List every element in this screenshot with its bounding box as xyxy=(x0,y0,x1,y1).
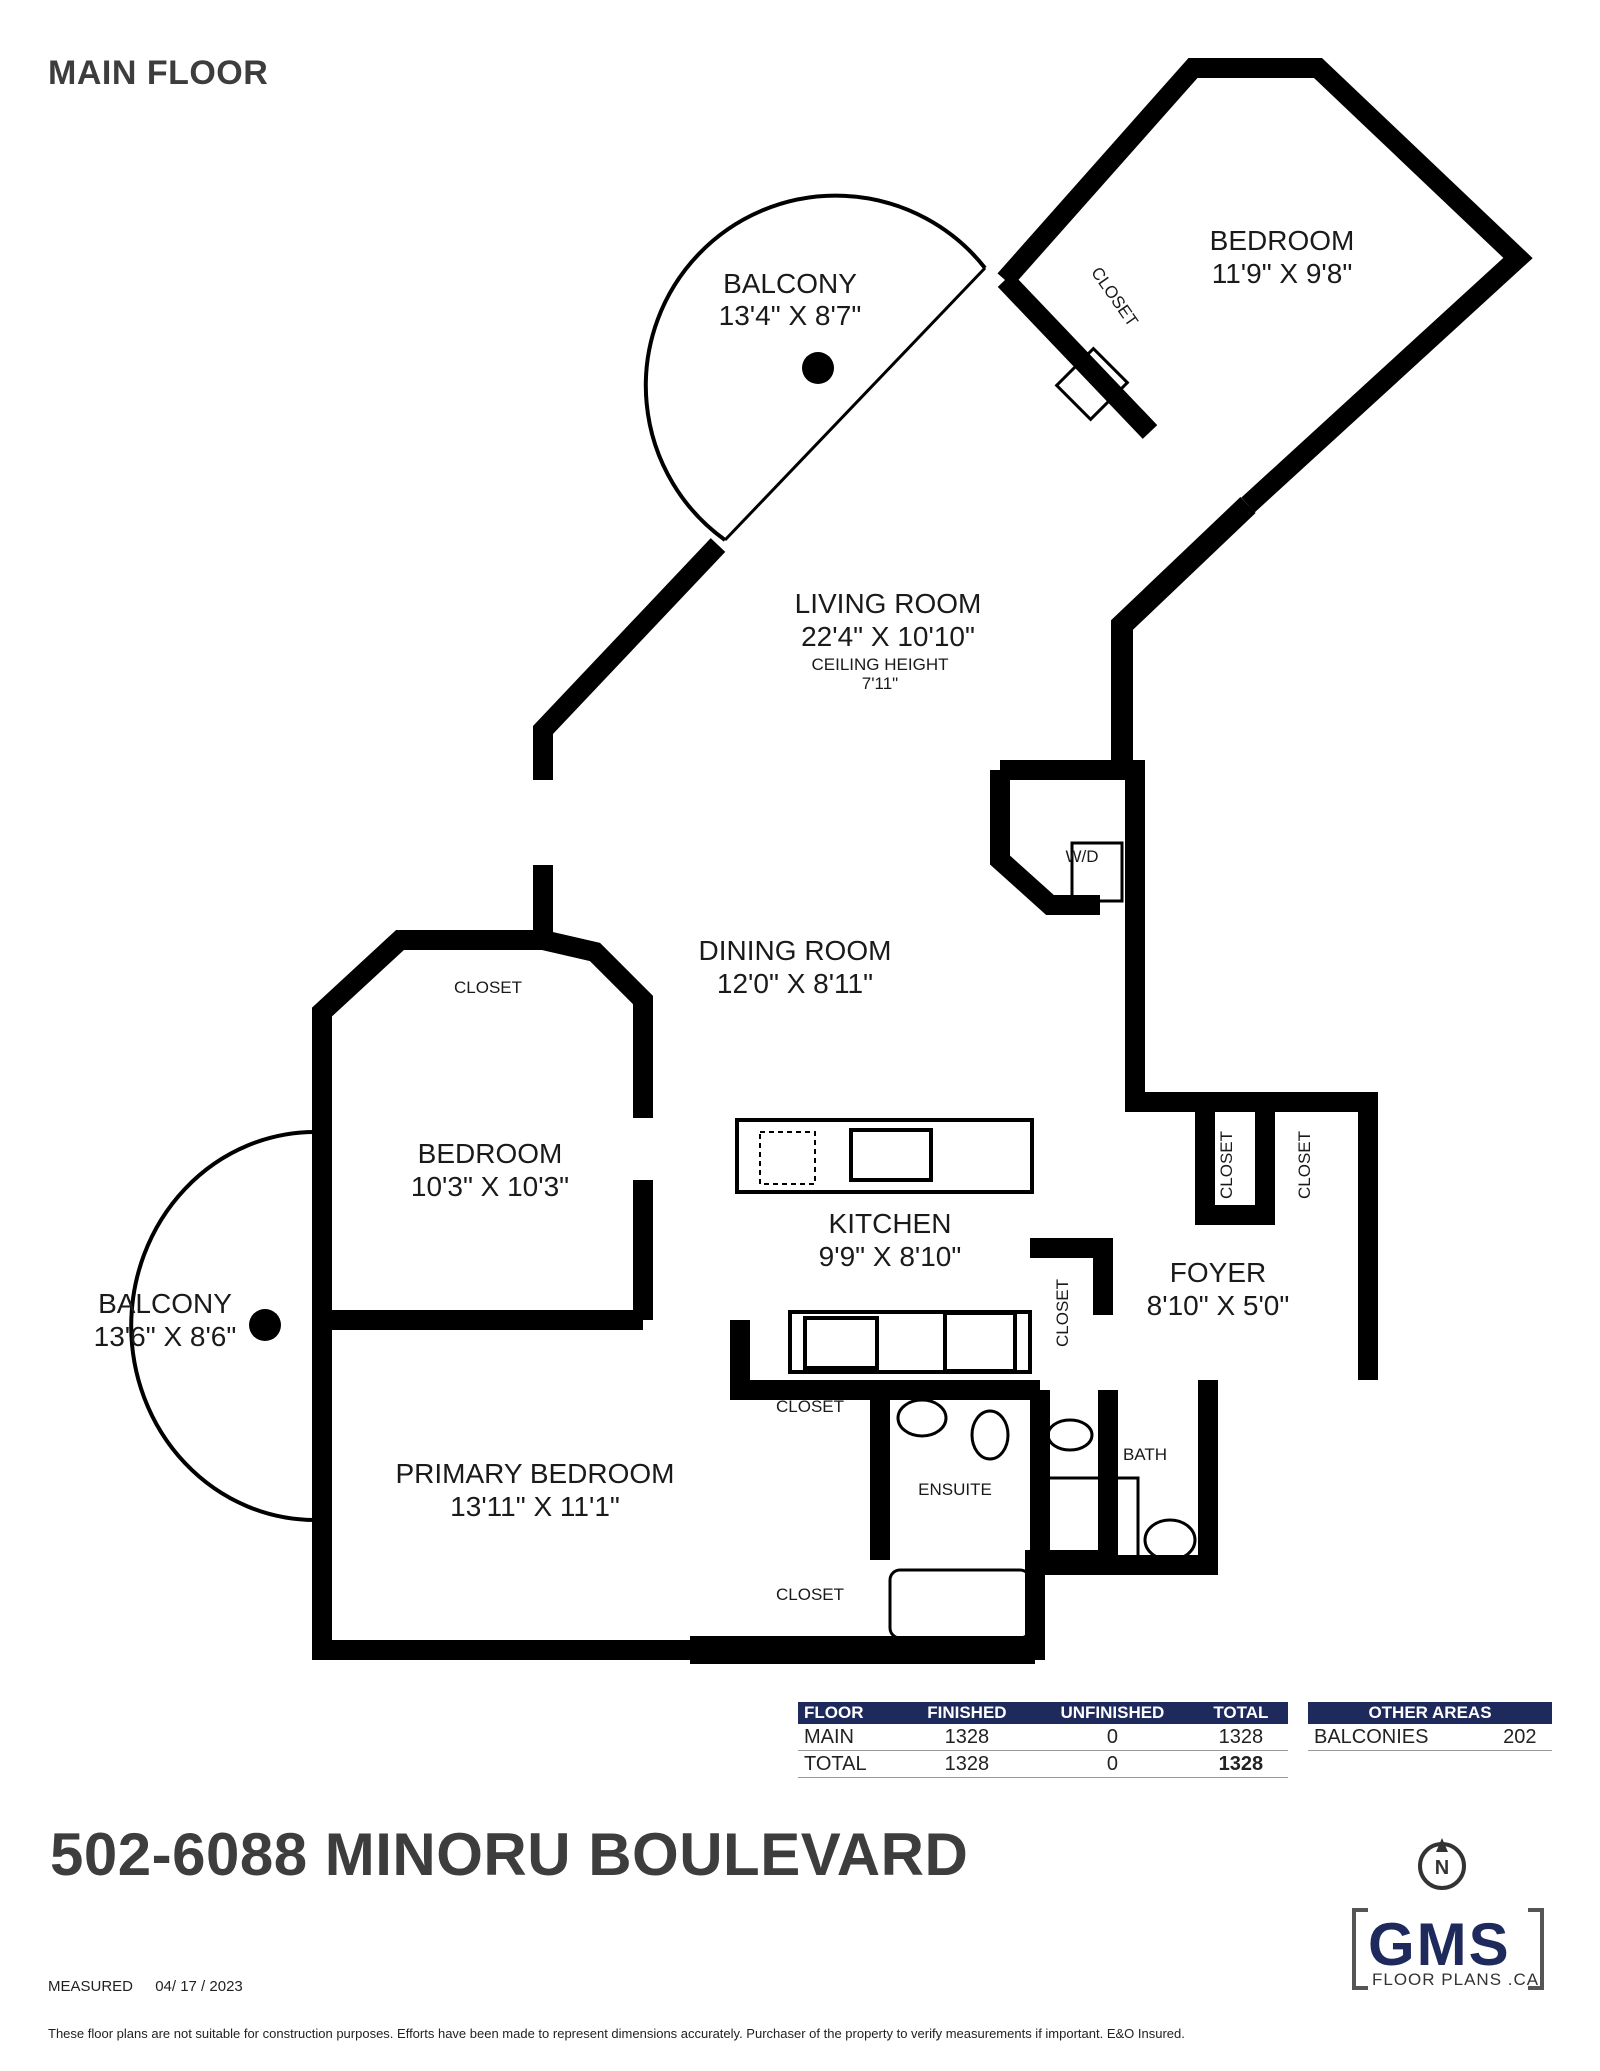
table-cell: 0 xyxy=(1031,1724,1194,1751)
table-cell: 202 xyxy=(1487,1724,1552,1751)
wall-living-right xyxy=(1111,497,1256,770)
floor-table-header-cell: FLOOR xyxy=(798,1702,903,1724)
floor-plan-diagram: BEDROOM 11'9" X 9'8" BALCONY 13'4" X 8'7… xyxy=(94,58,1533,1664)
floor-table-header-cell: FINISHED xyxy=(902,1702,1032,1724)
table-cell: 1328 xyxy=(1193,1750,1288,1778)
wall-laundry-inner xyxy=(990,770,1100,915)
other-areas-table: OTHER AREAS BALCONIES 202 xyxy=(1308,1702,1552,1751)
ceiling-height-value: 7'11" xyxy=(862,674,898,693)
floor-table-header-cell: TOTAL xyxy=(1193,1702,1288,1724)
north-compass-icon: N xyxy=(1418,1838,1466,1890)
room-label-living: LIVING ROOM xyxy=(795,588,982,619)
logo-main-text: GMS xyxy=(1368,1911,1511,1978)
closet-label-foyer-1: CLOSET xyxy=(1217,1131,1236,1199)
gms-logo: GMS FLOOR PLANS .CA xyxy=(1352,1908,1544,1990)
balcony-left-post xyxy=(249,1309,281,1341)
logo-bracket-right xyxy=(1528,1908,1544,1990)
room-label-bedroom-top: BEDROOM xyxy=(1210,225,1355,256)
closet-label-bedroom-top: CLOSET xyxy=(1087,264,1142,331)
wall-living-left xyxy=(533,538,726,780)
kitchen-island xyxy=(735,1118,1034,1374)
room-label-bedroom-left: BEDROOM xyxy=(418,1138,563,1169)
room-dims-living: 22'4" X 10'10" xyxy=(801,621,975,652)
floor-area-table: FLOOR FINISHED UNFINISHED TOTAL MAIN 132… xyxy=(798,1702,1288,1778)
room-dims-bedroom-top: 11'9" X 9'8" xyxy=(1212,258,1353,289)
balcony-left-arc xyxy=(129,1130,316,1522)
ceiling-height-label: CEILING HEIGHT xyxy=(812,655,949,674)
room-dims-bedroom-left: 10'3" X 10'3" xyxy=(411,1171,569,1202)
floor-table-header-cell: UNFINISHED xyxy=(1031,1702,1194,1724)
table-cell: 0 xyxy=(1031,1750,1194,1778)
measured-date: 04/ 17 / 2023 xyxy=(155,1978,243,1995)
room-dims-kitchen: 9'9" X 8'10" xyxy=(819,1241,962,1272)
wall-foyer xyxy=(1030,1238,1113,1315)
room-label-kitchen: KITCHEN xyxy=(829,1208,952,1239)
logo-bracket-left xyxy=(1352,1908,1368,1990)
wall-ensuite xyxy=(730,1320,1040,1400)
wall-laundry xyxy=(1000,760,1378,1380)
room-label-balcony-left: BALCONY xyxy=(98,1288,232,1319)
closet-label-bedroom-left: CLOSET xyxy=(454,978,522,997)
table-cell: BALCONIES xyxy=(1308,1724,1488,1751)
room-label-balcony-top: BALCONY xyxy=(723,268,857,299)
table-row: TOTAL 1328 0 1328 xyxy=(798,1750,1288,1778)
room-dims-balcony-top: 13'4" X 8'7" xyxy=(719,300,862,331)
balcony-top-arc xyxy=(643,193,987,542)
floor-table-header: FLOOR FINISHED UNFINISHED TOTAL xyxy=(798,1702,1288,1724)
logo-sub-text: FLOOR PLANS .CA xyxy=(1372,1970,1540,1989)
room-label-ensuite: ENSUITE xyxy=(918,1480,992,1499)
label-washer-dryer: W/D xyxy=(1065,847,1098,866)
wall-bedroom-top xyxy=(997,58,1533,513)
table-cell: 1328 xyxy=(902,1750,1032,1778)
other-table-header: OTHER AREAS xyxy=(1308,1702,1552,1724)
balcony-top-post xyxy=(802,352,834,384)
balcony-outlines xyxy=(129,193,987,1522)
room-dims-balcony-left: 13'6" X 8'6" xyxy=(94,1321,237,1352)
floor-title: MAIN FLOOR xyxy=(48,54,269,92)
table-cell: 1328 xyxy=(902,1724,1032,1751)
closet-label-foyer-3: CLOSET xyxy=(1053,1279,1072,1347)
property-address: 502-6088 MINORU BOULEVARD xyxy=(50,1821,969,1888)
room-label-primary: PRIMARY BEDROOM xyxy=(395,1458,674,1489)
table-cell: TOTAL xyxy=(798,1750,903,1778)
disclaimer-text: These floor plans are not suitable for c… xyxy=(48,2026,1185,2041)
table-row: BALCONIES 202 xyxy=(1308,1724,1552,1751)
wall-layer xyxy=(312,58,1533,1664)
table-cell: MAIN xyxy=(798,1724,903,1751)
wall-bath xyxy=(1030,1380,1218,1575)
room-dims-foyer: 8'10" X 5'0" xyxy=(1147,1290,1290,1321)
room-label-dining: DINING ROOM xyxy=(699,935,892,966)
balcony-top-glass xyxy=(723,266,987,542)
closet-label-foyer-2: CLOSET xyxy=(1295,1131,1314,1199)
room-label-bath: BATH xyxy=(1123,1445,1167,1464)
measured-line: MEASURED 04/ 17 / 2023 xyxy=(48,1978,261,1995)
room-dims-primary: 13'11" X 11'1" xyxy=(450,1491,620,1522)
room-label-foyer: FOYER xyxy=(1170,1257,1266,1288)
closet-label-primary-top: CLOSET xyxy=(776,1397,844,1416)
wall-bedroom-left xyxy=(312,930,643,1330)
compass-letter: N xyxy=(1435,1857,1449,1879)
measured-label: MEASURED xyxy=(48,1978,134,1995)
wall-primary xyxy=(312,1320,1118,1660)
table-cell: 1328 xyxy=(1193,1724,1288,1751)
wall-closet-right xyxy=(1195,1110,1275,1225)
wall-bedroom-left-right2 xyxy=(540,930,653,1118)
table-row: MAIN 1328 0 1328 xyxy=(798,1724,1288,1751)
bath-fixtures xyxy=(888,346,1197,1640)
room-dims-dining: 12'0" X 8'11" xyxy=(717,968,873,999)
closet-label-primary-bottom: CLOSET xyxy=(776,1585,844,1604)
wall-bedroom-inner xyxy=(997,273,1158,439)
other-areas-header: OTHER AREAS xyxy=(1308,1702,1552,1724)
